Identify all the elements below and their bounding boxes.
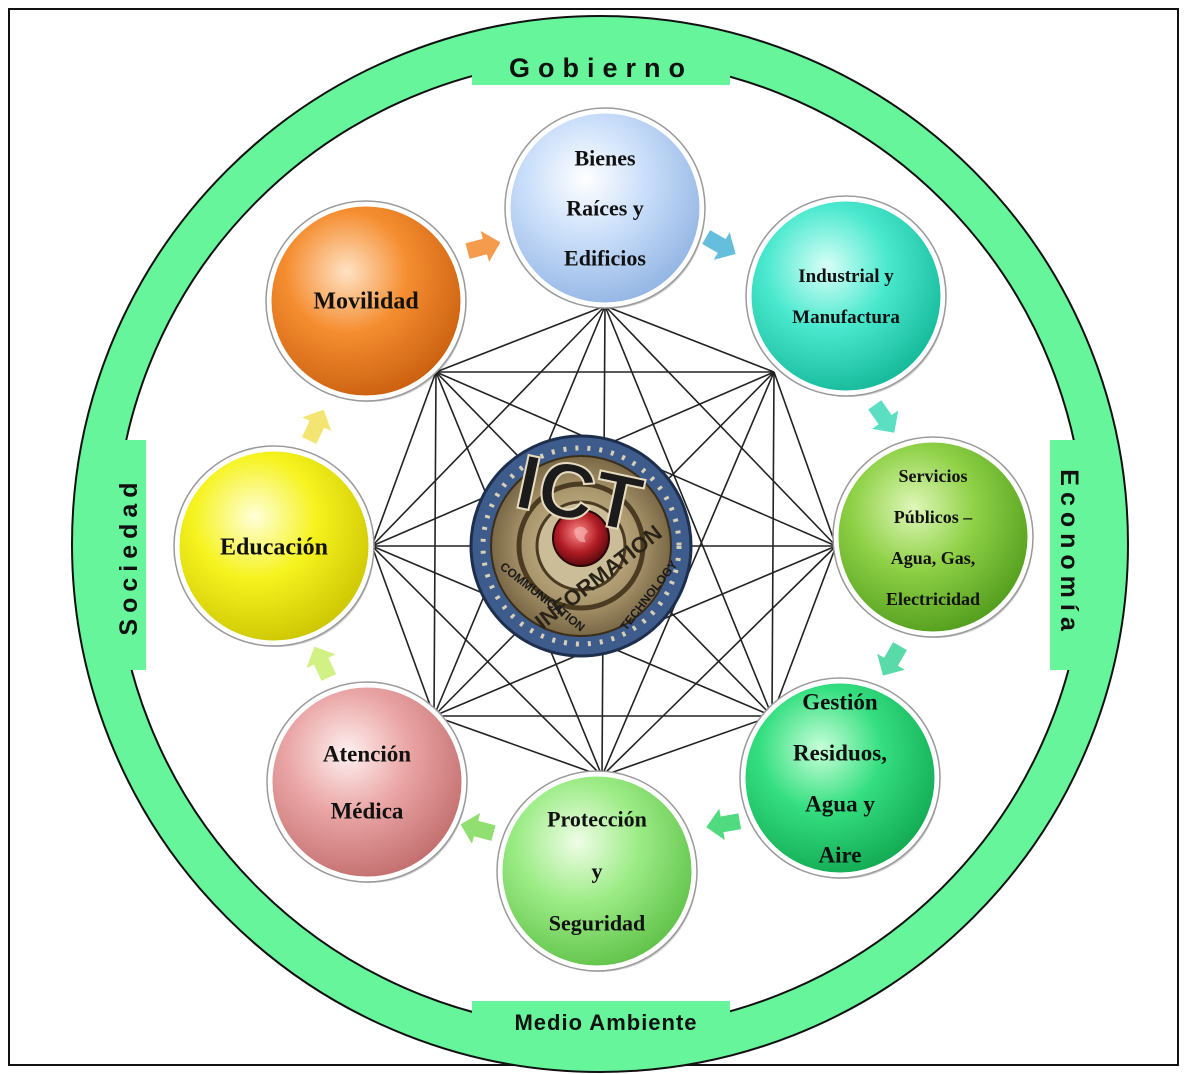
node-circle — [266, 201, 466, 401]
node-circle — [174, 446, 374, 646]
ring-label-gobierno: Gobierno — [509, 53, 693, 83]
node-label-line: Movilidad — [313, 288, 419, 314]
node-circle — [497, 771, 697, 971]
ring-label-medio-ambiente: Medio Ambiente — [514, 1010, 697, 1035]
flow-arrow-icon — [301, 409, 332, 444]
network-link — [371, 545, 435, 717]
ring-tab-top — [472, 49, 730, 85]
node-label-line: Industrial y — [798, 266, 894, 287]
flow-arrow-icon — [465, 231, 501, 262]
node-label-line: Residuos, — [793, 741, 887, 766]
ict-logo: ICT INFORMATION COMMUNICATION TECHNOLOGY — [469, 434, 693, 658]
node-circle — [833, 437, 1033, 637]
network-link — [771, 371, 775, 717]
node-circle — [505, 108, 705, 308]
node-label-line: Médica — [331, 799, 404, 824]
node-label-line: Raíces y — [566, 196, 644, 221]
node-label-line: y — [592, 859, 603, 884]
ring-tab-left — [110, 440, 146, 670]
node-movilidad: Movilidad — [265, 200, 467, 402]
ring-tab-right — [1050, 440, 1086, 670]
node-circle — [267, 682, 467, 882]
node-label-line: Gestión — [802, 690, 878, 715]
flow-arrow-icon — [306, 646, 337, 681]
network-link — [601, 715, 773, 777]
node-label-line: Seguridad — [549, 911, 646, 936]
ring-label-economia: Economía — [1055, 469, 1083, 636]
network-link — [433, 715, 603, 777]
node-label-line: Servicios — [899, 466, 968, 486]
network-link — [371, 545, 603, 777]
network-link — [604, 305, 775, 373]
network-link — [771, 545, 837, 717]
node-label-line: Aire — [818, 843, 861, 868]
node-label-line: Agua y — [805, 792, 875, 817]
node-label-line: Agua, Gas, — [891, 548, 976, 568]
node-circle — [746, 196, 946, 396]
node-industrial: Industrial y Manufactura — [745, 195, 947, 397]
node-circle — [740, 678, 940, 878]
node-label-line: Electricidad — [886, 589, 980, 609]
node-label-line: Edificios — [564, 246, 646, 271]
node-label-line: Bienes — [574, 146, 636, 171]
flow-arrow-icon — [868, 400, 899, 433]
flow-arrows — [301, 230, 907, 844]
network-link — [773, 371, 837, 547]
ring-label-sociedad: Sociedad — [115, 476, 143, 635]
node-label-line: Protección — [547, 807, 647, 832]
flow-arrow-icon — [460, 813, 496, 844]
node-label-line: Manufactura — [792, 307, 900, 328]
node-label-line: Educación — [220, 534, 328, 560]
flow-arrow-icon — [706, 808, 742, 841]
node-label-line: Atención — [323, 742, 411, 767]
ring-tab-bottom — [472, 1001, 730, 1037]
node-label-line: Públicos – — [894, 507, 974, 527]
network-link — [433, 371, 437, 717]
network-link — [604, 305, 773, 717]
network-link — [435, 305, 606, 373]
node-educacion: Educación — [173, 445, 375, 647]
flow-arrow-icon — [877, 642, 907, 676]
network-link — [371, 371, 437, 547]
flow-arrow-icon — [702, 230, 736, 260]
